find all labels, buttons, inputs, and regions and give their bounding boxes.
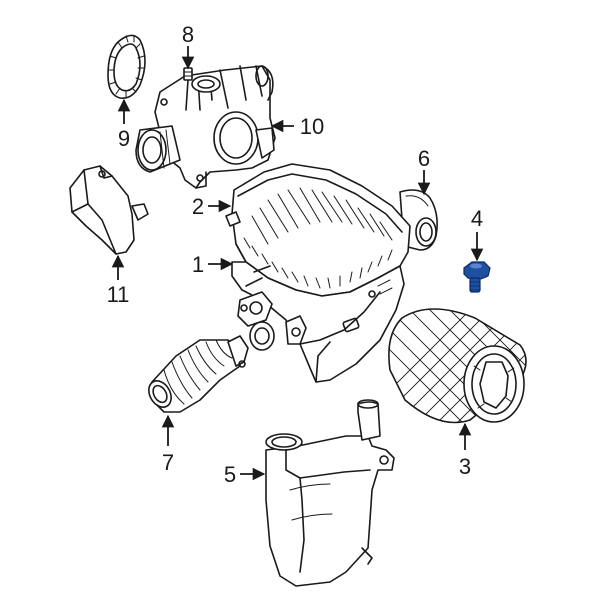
part-1-lower-housing xyxy=(231,261,405,383)
callout-2: 2 xyxy=(192,194,204,219)
callout-1: 1 xyxy=(192,252,204,277)
part-3-air-filter xyxy=(388,308,527,424)
callout-labels: 8 9 10 11 2 1 6 4 3 7 5 xyxy=(107,22,484,487)
part-7-intake-hose xyxy=(148,335,249,413)
part-5-resonator xyxy=(265,399,395,587)
callout-9: 9 xyxy=(118,126,130,151)
callout-6: 6 xyxy=(418,146,430,171)
part-8-screw xyxy=(183,67,193,81)
callout-4: 4 xyxy=(471,206,483,231)
part-10-throttle-body xyxy=(135,65,276,189)
callout-8: 8 xyxy=(182,22,194,47)
callout-11: 11 xyxy=(107,282,130,307)
callout-10: 10 xyxy=(300,114,324,139)
part-11-bracket xyxy=(69,165,149,255)
part-9-gasket xyxy=(107,34,146,100)
part-4-bolt xyxy=(463,261,491,293)
callout-5: 5 xyxy=(224,462,236,487)
leader-lines xyxy=(111,46,484,481)
callout-7: 7 xyxy=(162,450,174,475)
callout-3: 3 xyxy=(459,454,471,479)
